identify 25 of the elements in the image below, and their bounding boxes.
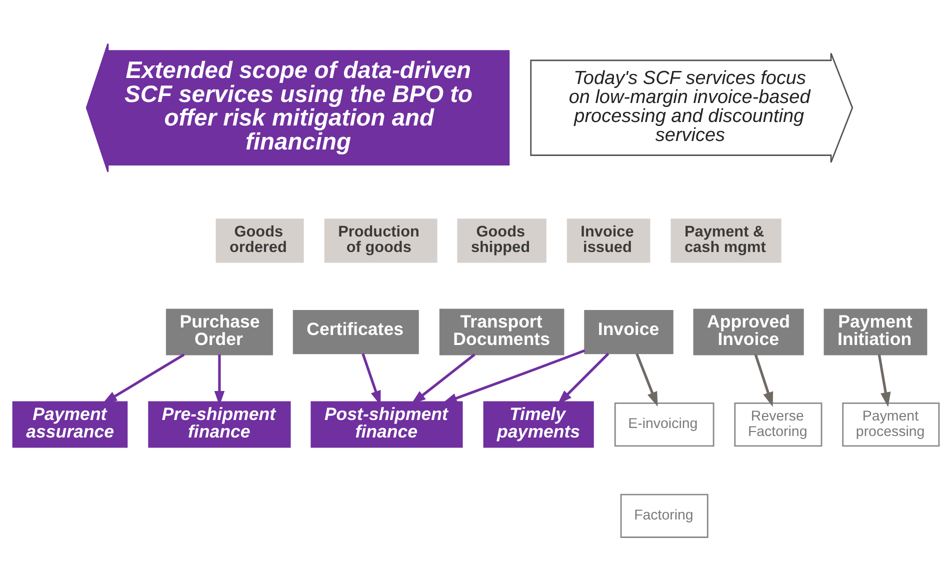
node-box: Payment assurance	[12, 401, 128, 448]
node-box: Goods ordered	[216, 218, 304, 263]
node-box: Factoring	[620, 494, 708, 538]
node-box: Payment & cash mgmt	[670, 218, 782, 263]
node-box: Approved Invoice	[693, 308, 804, 356]
arrow	[411, 354, 476, 404]
node-box: Production of goods	[324, 218, 438, 263]
node-box: Transport Documents	[439, 308, 564, 356]
node-box: Purchase Order	[166, 308, 273, 356]
arrow	[878, 354, 891, 407]
arrow	[636, 353, 658, 407]
arrow	[754, 354, 774, 407]
arrow	[442, 349, 586, 404]
node-box: Timely payments	[483, 401, 594, 448]
node-box: Invoice issued	[566, 218, 650, 263]
node-box: Invoice	[584, 310, 674, 354]
node-box: Post-shipment finance	[310, 401, 463, 448]
node-box: Payment Initiation	[824, 308, 928, 356]
node-box: Pre-shipment finance	[148, 401, 291, 448]
arrow	[102, 353, 185, 404]
node-box: Reverse Factoring	[734, 402, 822, 447]
node-box: Certificates	[292, 310, 419, 354]
node-box: Goods shipped	[457, 218, 546, 263]
node-box: E-invoicing	[614, 402, 714, 447]
node-box: Payment processing	[842, 402, 940, 447]
